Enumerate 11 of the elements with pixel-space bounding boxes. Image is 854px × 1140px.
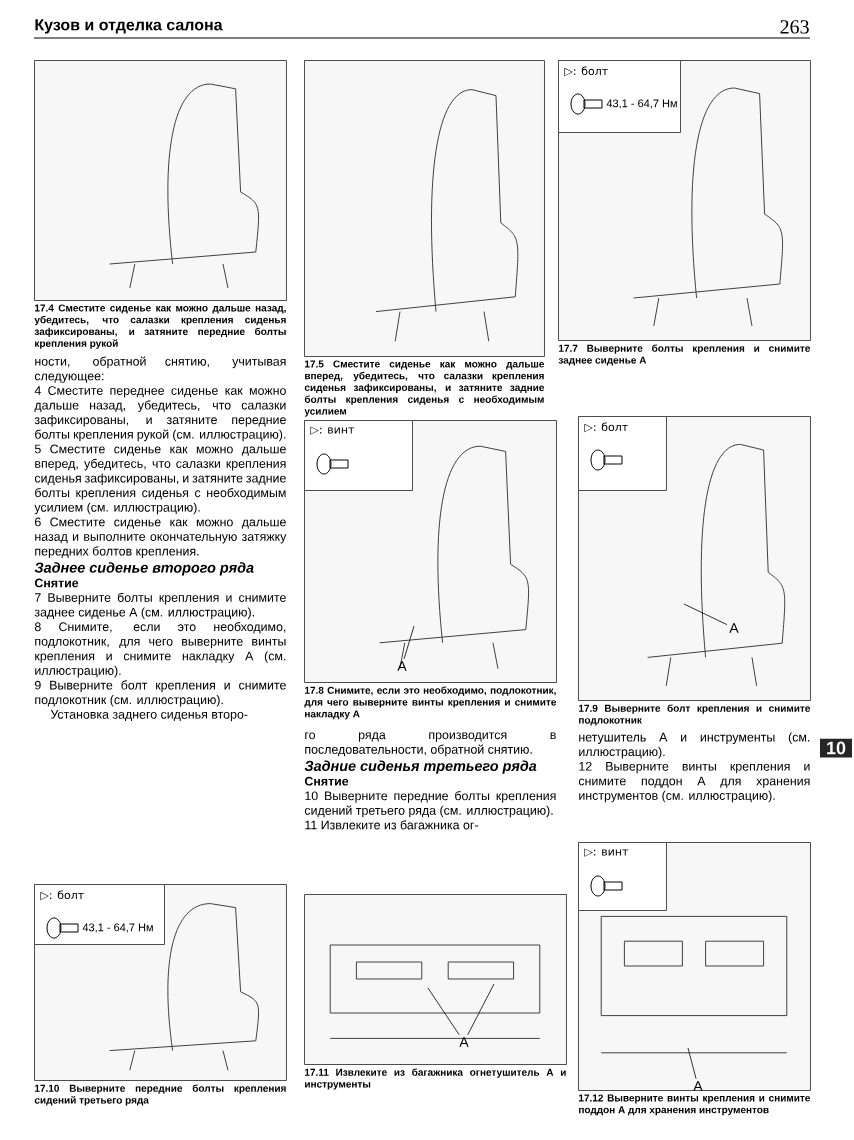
leader-line <box>467 983 495 1036</box>
leader-line <box>403 625 415 660</box>
illustration <box>34 60 287 301</box>
running-head: Кузов и отделка салона <box>35 19 223 34</box>
leader-line <box>687 1047 697 1080</box>
leader-line <box>683 603 728 625</box>
leader-line <box>427 987 460 1036</box>
illustration <box>304 60 545 357</box>
chapter-tab: 10 <box>820 738 852 758</box>
page-number: 263 <box>780 20 809 34</box>
illustration <box>304 894 567 1065</box>
